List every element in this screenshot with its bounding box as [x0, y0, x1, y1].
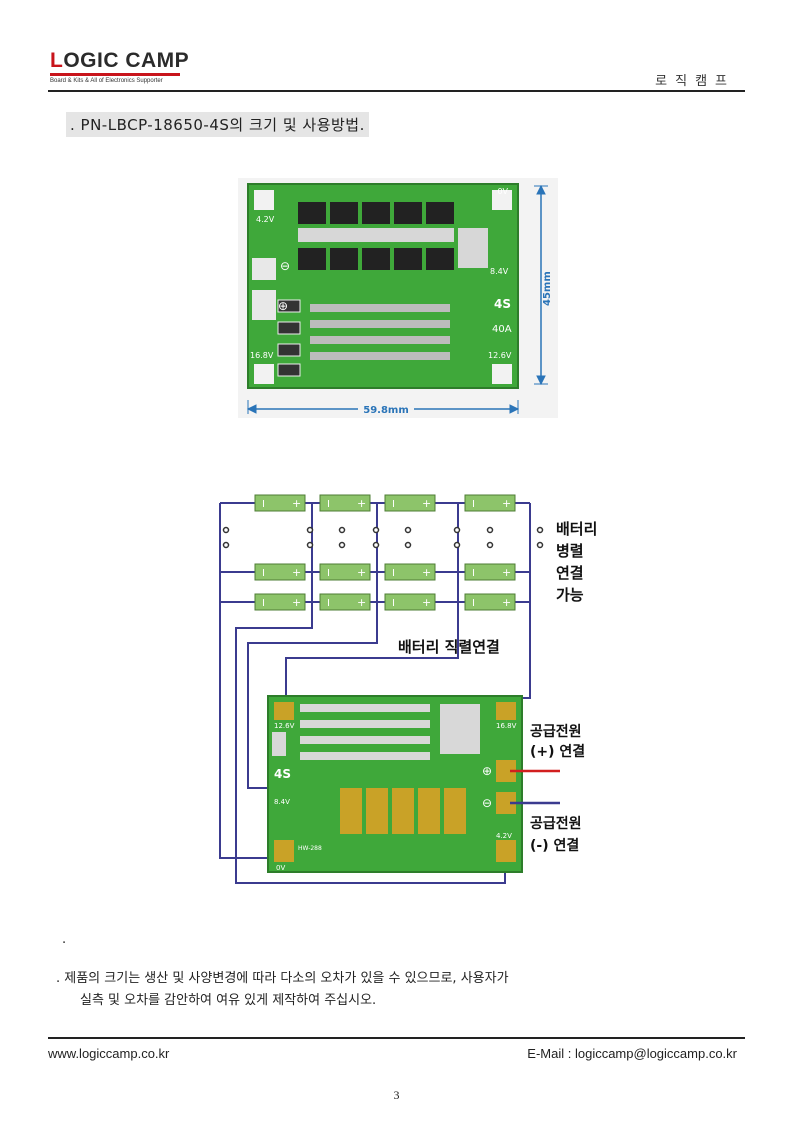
cell-plus: + [422, 566, 431, 579]
board-label-current: 40A [492, 324, 512, 335]
battery-cell: I + [319, 563, 371, 581]
supply-minus-label-line: 공급전원 [530, 815, 582, 832]
diagram-label-16-8v: 16.8V [496, 722, 517, 730]
logo-text: LOGIC CAMP [50, 50, 190, 71]
board-dimension-figure: 0V 4.2V 8.4V 12.6V 16.8V 4S 40A ⊖ ⊕ 45mm… [238, 178, 558, 418]
cell-minus: I [327, 499, 330, 510]
section-title: . PN-LBCP-18650-4S의 크기 및 사용방법. [66, 112, 369, 137]
diagram-plus-icon: ⊕ [482, 764, 492, 778]
note-line-2: 실측 및 오차를 감안하여 여유 있게 제작하여 주십시오. [80, 993, 377, 1008]
battery-cell: I + [464, 593, 516, 611]
cell-minus: I [262, 598, 265, 609]
header-divider [48, 90, 745, 92]
parallel-dots [222, 526, 544, 549]
battery-cell: I + [464, 494, 516, 512]
battery-cell: I + [384, 593, 436, 611]
diagram-label-0v: 0V [276, 864, 285, 872]
footer-divider [48, 1037, 745, 1039]
wiring-lines [219, 502, 531, 884]
cell-minus: I [472, 568, 475, 579]
cell-minus: I [392, 598, 395, 609]
cell-plus: + [357, 497, 366, 510]
cell-plus: + [292, 596, 301, 609]
battery-cell: I + [384, 494, 436, 512]
cell-plus: + [357, 566, 366, 579]
wiring-diagram: I + I + I + I + I + I + I [200, 488, 620, 898]
board-label-4-2v: 4.2V [256, 215, 275, 224]
logo: LOGIC CAMP Board & Kits & All of Electro… [50, 50, 190, 84]
battery-cell: I + [464, 563, 516, 581]
board-label-cells: 4S [494, 297, 511, 311]
board-plus-icon: ⊕ [278, 299, 288, 313]
cell-plus: + [292, 566, 301, 579]
supply-minus-label-line: (-) 연결 [530, 837, 579, 854]
logo-underline [50, 73, 180, 76]
parallel-label-line: 병렬 [556, 542, 584, 560]
series-label: 배터리 직렬연결 [398, 638, 500, 656]
height-dimension [534, 184, 548, 386]
battery-cell: I + [254, 563, 306, 581]
diagram-board-model: HW-288 [298, 845, 322, 852]
board-label-0v: 0V [497, 187, 508, 196]
cell-minus: I [262, 568, 265, 579]
board-label-8-4v: 8.4V [490, 267, 509, 276]
cell-plus: + [292, 497, 301, 510]
dot-line: . [62, 932, 67, 947]
footer-email[interactable]: E-Mail : logiccamp@logiccamp.co.kr [527, 1046, 737, 1061]
cell-minus: I [327, 598, 330, 609]
supply-plus-label-line: 공급전원 [530, 723, 582, 740]
supply-plus-label: 공급전원 (+) 연결 [530, 723, 585, 760]
cell-minus: I [392, 568, 395, 579]
parallel-label-line: 가능 [556, 586, 584, 604]
board-label-12-6v: 12.6V [488, 351, 512, 360]
height-label: 45mm [542, 271, 553, 306]
cell-plus: + [502, 497, 511, 510]
battery-cell: I + [319, 593, 371, 611]
pcb-board: 0V 4.2V 8.4V 12.6V 16.8V 4S 40A ⊖ ⊕ [247, 183, 519, 389]
parallel-label: 배터리 병렬 연결 가능 [556, 520, 597, 604]
logo-tagline: Board & Kits & All of Electronics Suppor… [50, 78, 163, 84]
cell-minus: I [472, 598, 475, 609]
board-minus-icon: ⊖ [280, 259, 290, 273]
diagram-label-12-6v: 12.6V [274, 722, 295, 730]
diagram-label-cells: 4S [274, 767, 291, 781]
cell-minus: I [327, 568, 330, 579]
cell-minus: I [472, 499, 475, 510]
parallel-label-line: 배터리 [556, 520, 597, 538]
supply-minus-label: 공급전원 (-) 연결 [530, 815, 582, 854]
cell-plus: + [502, 566, 511, 579]
diagram-label-8-4v: 8.4V [274, 798, 290, 806]
cell-plus: + [502, 596, 511, 609]
cell-plus: + [357, 596, 366, 609]
note-line-1: . 제품의 크기는 생산 및 사양변경에 따라 다소의 오차가 있을 수 있으므… [56, 971, 509, 986]
diagram-minus-icon: ⊖ [482, 796, 492, 810]
cell-plus: + [422, 497, 431, 510]
cell-minus: I [392, 499, 395, 510]
battery-cells: I + I + I + I + I + I + I [254, 494, 516, 611]
logo-rest: OGIC CAMP [63, 49, 190, 72]
logo-first-letter: L [50, 49, 64, 72]
battery-cell: I + [319, 494, 371, 512]
diagram-label-4-2v: 4.2V [496, 832, 512, 840]
width-label: 59.8mm [363, 405, 409, 416]
footer-website[interactable]: www.logiccamp.co.kr [48, 1046, 170, 1061]
cell-plus: + [422, 596, 431, 609]
bms-board: 12.6V 16.8V 8.4V 4.2V 0V 4S HW-288 ⊕ ⊖ [267, 695, 523, 873]
header-company-name: 로직캠프 [655, 74, 735, 89]
note: . 제품의 크기는 생산 및 사양변경에 따라 다소의 오차가 있을 수 있으므… [56, 968, 746, 1012]
parallel-label-line: 연결 [556, 564, 584, 582]
battery-cell: I + [254, 494, 306, 512]
board-label-16-8v: 16.8V [250, 351, 274, 360]
battery-cell: I + [254, 593, 306, 611]
cell-minus: I [262, 499, 265, 510]
battery-cell: I + [384, 563, 436, 581]
page-number: 3 [393, 1088, 400, 1102]
supply-plus-label-line: (+) 연결 [530, 743, 585, 760]
